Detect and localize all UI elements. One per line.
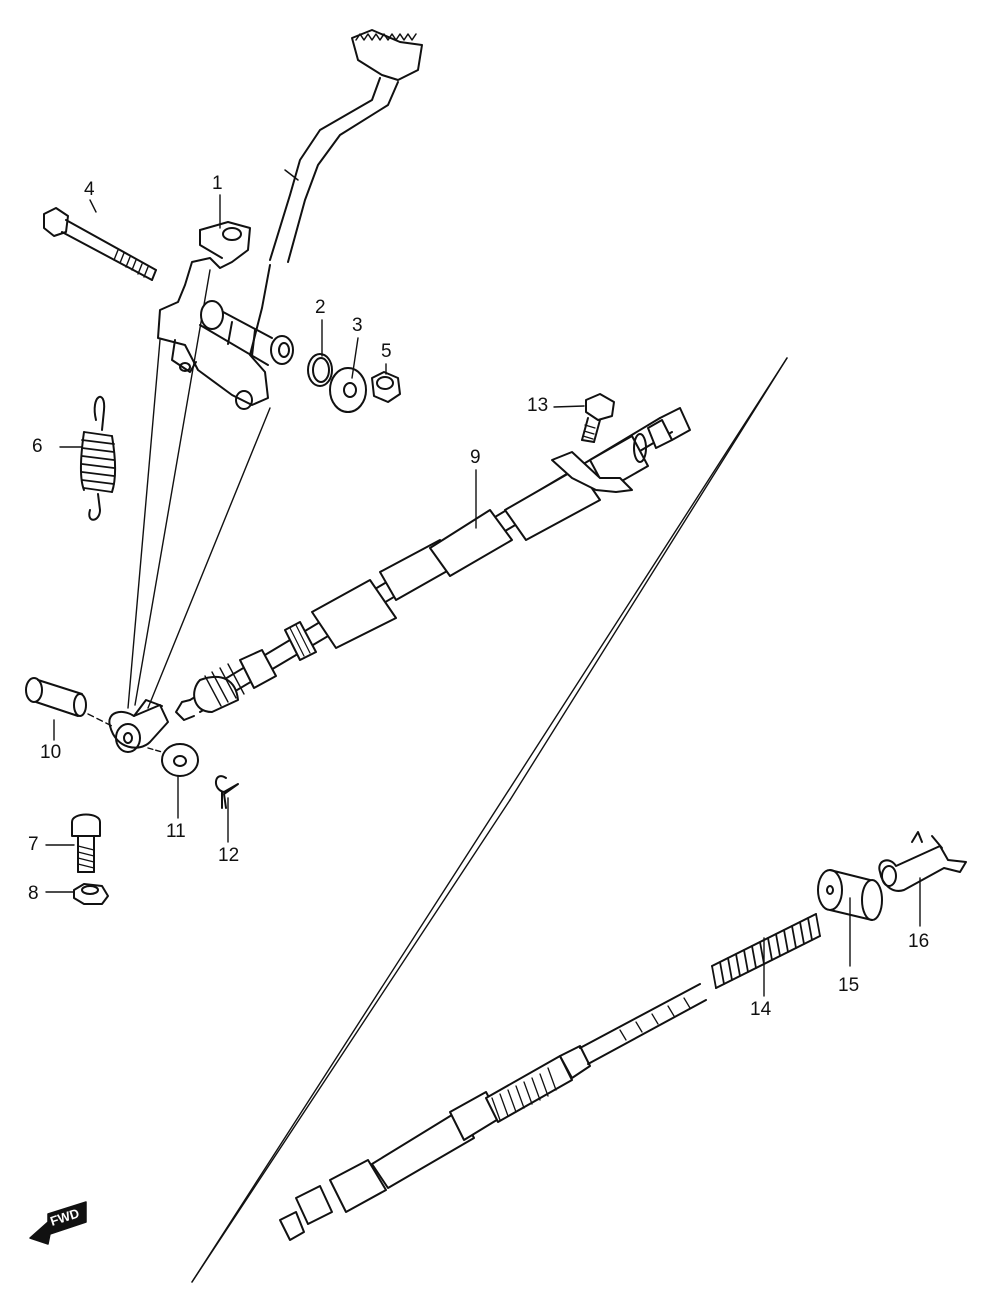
bracket-bolt (581, 393, 615, 443)
part-label-2: 2 (315, 297, 326, 318)
part-label-9: 9 (470, 447, 481, 468)
fwd-arrow (29, 1201, 87, 1245)
adjust-bolt (71, 813, 101, 873)
part-label-5: 5 (381, 341, 392, 362)
o-ring (307, 353, 333, 387)
part-label-16: 16 (908, 931, 930, 952)
part-label-12: 12 (218, 845, 240, 866)
adjust-nut (73, 883, 109, 905)
return-spring (80, 395, 116, 521)
cable-joint (817, 869, 883, 921)
brake-pedal (157, 29, 423, 410)
fwd-label: FWD (48, 1205, 81, 1228)
cable-spring (711, 913, 821, 989)
cable-holder (878, 831, 967, 892)
label-leaders (45, 194, 921, 997)
part-label-4: 4 (84, 179, 95, 200)
part-label-14: 14 (750, 999, 772, 1020)
cotter-pin (215, 775, 239, 809)
clevis-pin (25, 677, 113, 727)
washer (329, 367, 367, 413)
part-label-7: 7 (28, 834, 39, 855)
rod-clevis (108, 699, 169, 753)
part-label-8: 8 (28, 883, 39, 904)
part-label-3: 3 (352, 315, 363, 336)
part-label-1: 1 (212, 173, 223, 194)
part-label-10: 10 (40, 742, 62, 763)
group-outline (191, 357, 788, 1283)
brake-cable (279, 983, 707, 1241)
part-label-6: 6 (32, 436, 43, 457)
part-label-11: 11 (166, 821, 186, 842)
nut (371, 371, 401, 403)
brake-rod (175, 407, 691, 721)
pivot-bolt (43, 207, 157, 281)
pedal-leader-lines (127, 269, 271, 709)
part-label-15: 15 (838, 975, 860, 996)
part-label-13: 13 (527, 395, 549, 416)
pin-washer (147, 743, 199, 777)
